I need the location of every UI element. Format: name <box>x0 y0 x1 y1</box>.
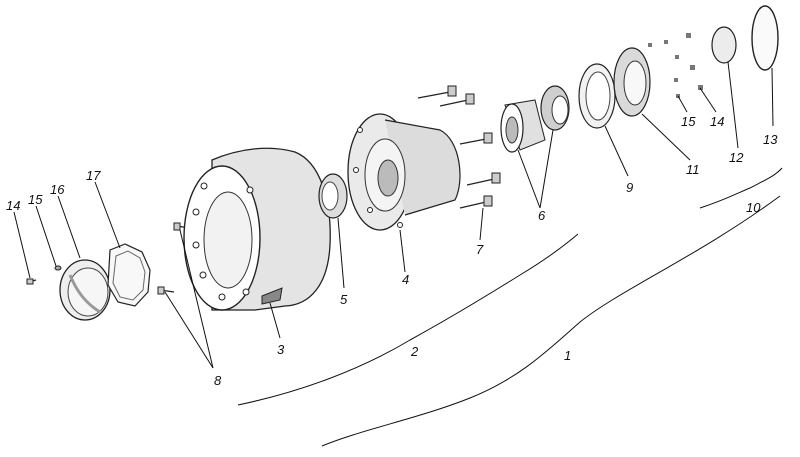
part-3-brake-drum <box>183 147 331 311</box>
callout-9: 9 <box>626 180 633 195</box>
part-5-bearing <box>318 173 348 219</box>
callout-16: 16 <box>50 182 65 197</box>
part-16-hub-cap <box>59 259 111 321</box>
callout-5: 5 <box>340 292 348 307</box>
part-17-gasket <box>107 243 151 307</box>
part-14-15-right-fasteners <box>648 33 703 98</box>
group-brace-2 <box>237 233 579 406</box>
group-brace-10 <box>699 167 783 209</box>
part-7-studs <box>417 85 501 209</box>
callout-8: 8 <box>214 373 222 388</box>
callout-15-right: 15 <box>681 114 696 129</box>
part-11-seal <box>613 47 651 117</box>
callout-10: 10 <box>746 200 761 215</box>
callout-11: 11 <box>686 162 700 177</box>
callout-15-left: 15 <box>28 192 43 207</box>
callout-13: 13 <box>763 132 778 147</box>
callout-3: 3 <box>277 342 285 357</box>
callout-2: 2 <box>410 344 419 359</box>
part-4-hub <box>347 113 461 231</box>
part-12-ring <box>711 26 737 64</box>
part-13-ring <box>751 5 779 71</box>
callout-17: 17 <box>86 168 101 183</box>
group-brace-1 <box>321 195 781 447</box>
callout-4: 4 <box>402 272 409 287</box>
part-14-left-screw <box>26 278 37 285</box>
callout-14-right: 14 <box>710 114 724 129</box>
callout-12: 12 <box>729 150 744 165</box>
part-6-bearings <box>500 85 570 153</box>
callout-1: 1 <box>564 348 571 363</box>
part-15-left-washer <box>54 265 62 271</box>
callout-7: 7 <box>476 242 484 257</box>
callout-14-left: 14 <box>6 198 20 213</box>
part-9-ring <box>578 63 616 129</box>
leader-lines <box>13 61 774 369</box>
callout-6: 6 <box>538 208 546 223</box>
